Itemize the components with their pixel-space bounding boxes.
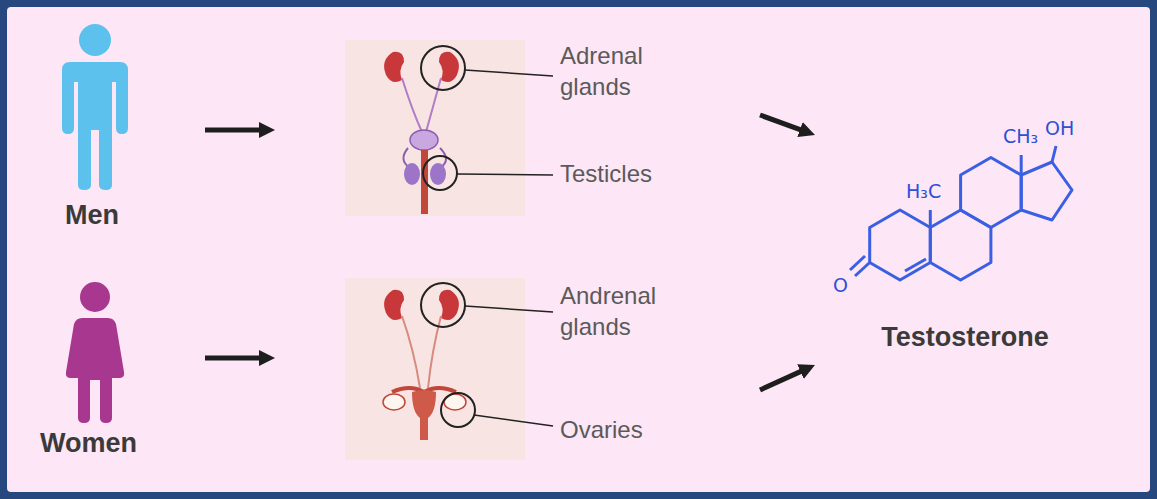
atom-label: H₃C <box>906 180 941 202</box>
female-organ-panel <box>345 278 553 460</box>
atom-label: O <box>833 274 848 296</box>
part-label: Ovaries <box>560 414 678 445</box>
organ-panel: Adrenal glandsTesticles <box>275 30 760 225</box>
part-label: Andrenal glands <box>560 280 678 342</box>
part-label: Testicles <box>560 158 678 189</box>
person-label: Women <box>40 428 137 459</box>
woman-icon <box>66 282 124 423</box>
man-icon <box>62 24 128 190</box>
person-label: Men <box>65 200 119 231</box>
organ-panel: Andrenal glandsOvaries <box>275 268 760 463</box>
molecule-structure <box>850 146 1072 280</box>
atom-label: OH <box>1045 117 1074 139</box>
flow-arrow <box>205 128 265 133</box>
person-node: Men <box>20 20 205 245</box>
hormone-node: Testosterone <box>815 100 1115 380</box>
part-label: Adrenal glands <box>560 40 678 102</box>
hormone-name: Testosterone <box>881 322 1049 353</box>
person-node: Women <box>20 270 205 470</box>
flow-arrow <box>760 369 806 390</box>
flow-arrow <box>205 356 265 361</box>
atom-label: CH₃ <box>1003 125 1038 147</box>
male-organ-panel <box>345 40 553 216</box>
flow-arrow <box>760 115 806 132</box>
